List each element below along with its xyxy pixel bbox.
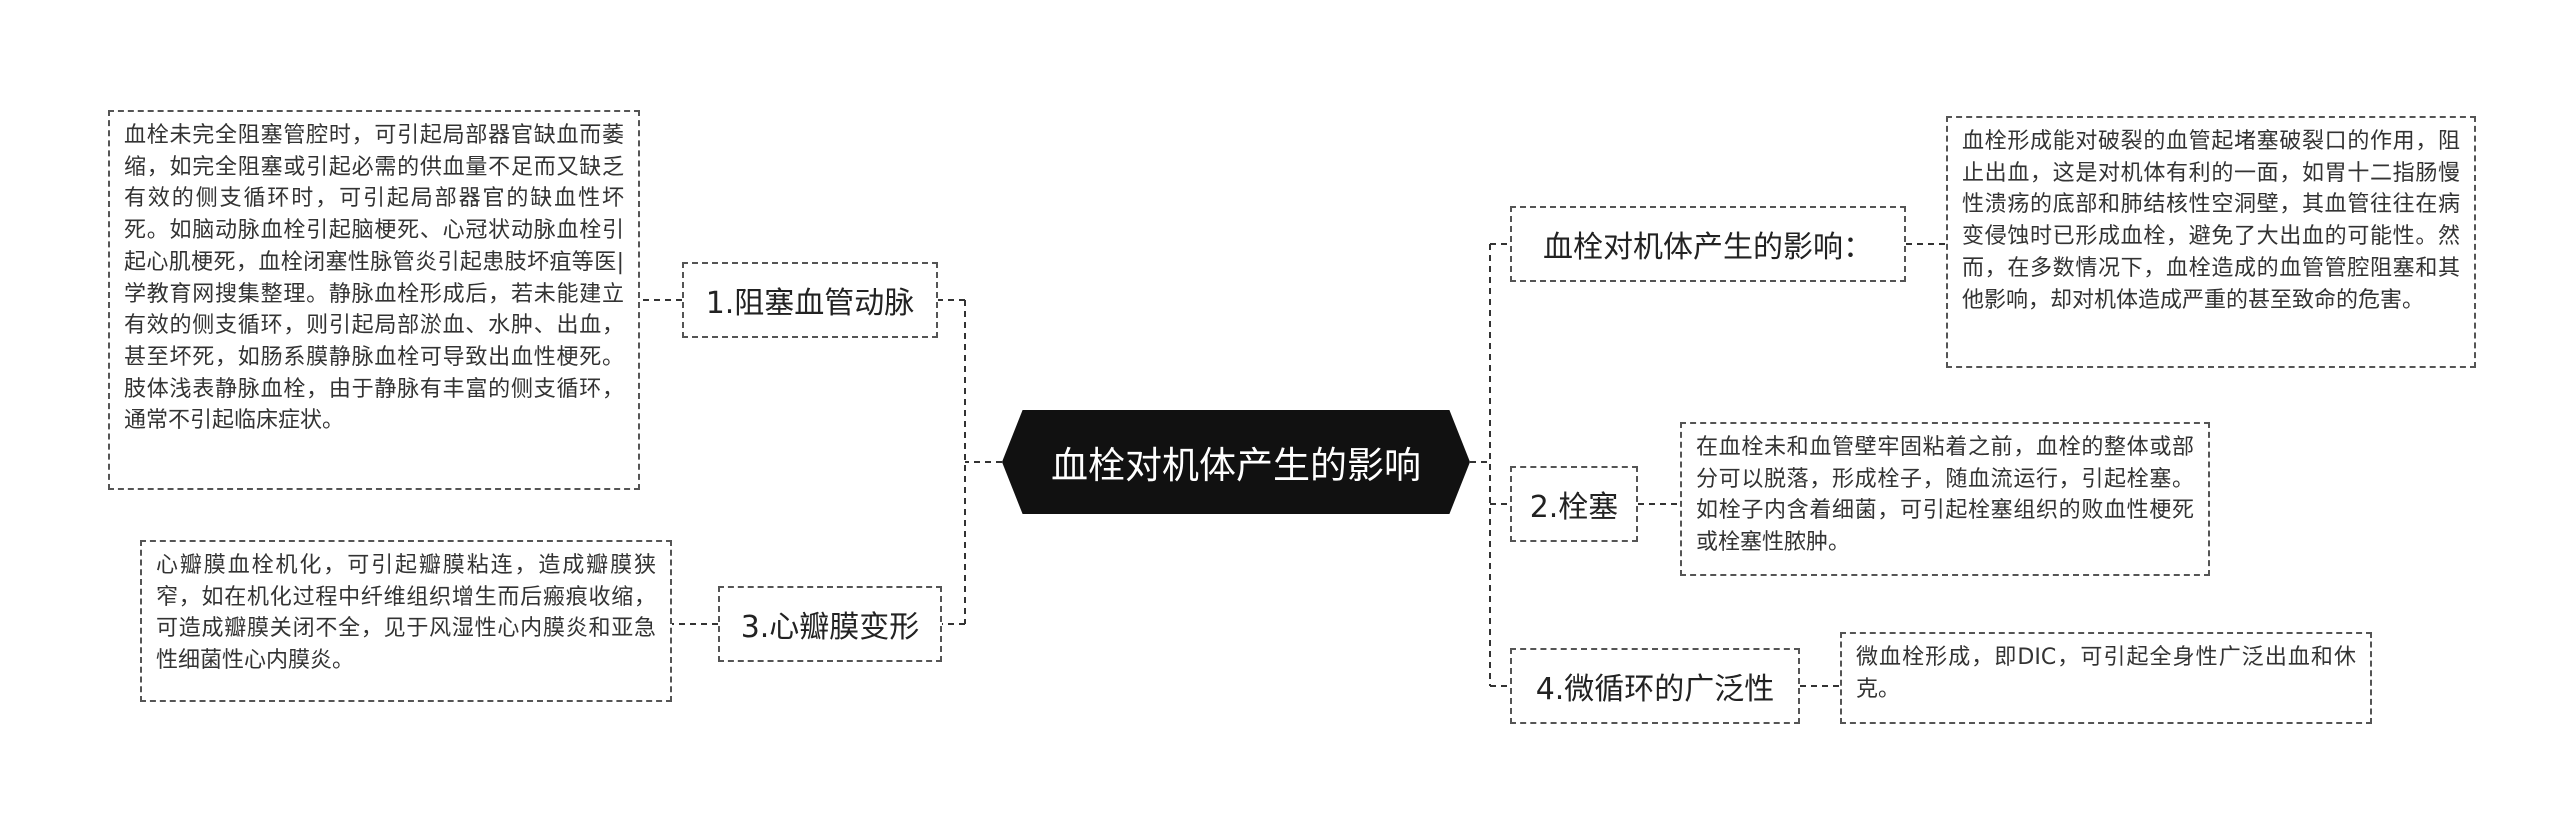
note-text: 血栓形成能对破裂的血管起堵塞破裂口的作用，阻止出血，这是对机体有利的一面，如胃十… [1962, 129, 2460, 313]
note-node-left-3[interactable]: 心瓣膜血栓机化，可引起瓣膜粘连，造成瓣膜狭窄，如在机化过程中纤维组织增生而后瘢痕… [140, 540, 672, 702]
root-label: 血栓对机体产生的影响 [1051, 444, 1421, 487]
branch-node-left-3[interactable]: 3.心瓣膜变形 [718, 586, 942, 662]
note-text: 在血栓未和血管壁牢固粘着之前，血栓的整体或部分可以脱落，形成栓子，随血流运行，引… [1696, 435, 2194, 556]
note-text: 心瓣膜血栓机化，可引起瓣膜粘连，造成瓣膜狭窄，如在机化过程中纤维组织增生而后瘢痕… [156, 553, 656, 674]
note-node-right-2[interactable]: 在血栓未和血管壁牢固粘着之前，血栓的整体或部分可以脱落，形成栓子，随血流运行，引… [1680, 422, 2210, 576]
root-node[interactable]: 血栓对机体产生的影响 [1002, 410, 1470, 514]
branch-label: 4.微循环的广泛性 [1535, 672, 1775, 707]
branch-label: 血栓对机体产生的影响： [1543, 230, 1873, 265]
branch-node-right-4[interactable]: 4.微循环的广泛性 [1510, 648, 1800, 724]
branch-label: 3.心瓣膜变形 [740, 610, 920, 645]
note-text: 微血栓形成，即DIC，可引起全身性广泛出血和休克。 [1856, 645, 2356, 702]
note-node-right-1[interactable]: 血栓形成能对破裂的血管起堵塞破裂口的作用，阻止出血，这是对机体有利的一面，如胃十… [1946, 116, 2476, 368]
note-text: 血栓未完全阻塞管腔时，可引起局部器官缺血而萎缩，如完全阻塞或引起必需的供血量不足… [124, 123, 624, 434]
branch-label: 1.阻塞血管动脉 [705, 286, 915, 321]
branch-label: 2.栓塞 [1529, 490, 1619, 525]
branch-node-left-1[interactable]: 1.阻塞血管动脉 [682, 262, 938, 338]
note-node-left-1[interactable]: 血栓未完全阻塞管腔时，可引起局部器官缺血而萎缩，如完全阻塞或引起必需的供血量不足… [108, 110, 640, 490]
note-node-right-4[interactable]: 微血栓形成，即DIC，可引起全身性广泛出血和休克。 [1840, 632, 2372, 724]
branch-node-right-2[interactable]: 2.栓塞 [1510, 466, 1638, 542]
branch-node-right-1[interactable]: 血栓对机体产生的影响： [1510, 206, 1906, 282]
